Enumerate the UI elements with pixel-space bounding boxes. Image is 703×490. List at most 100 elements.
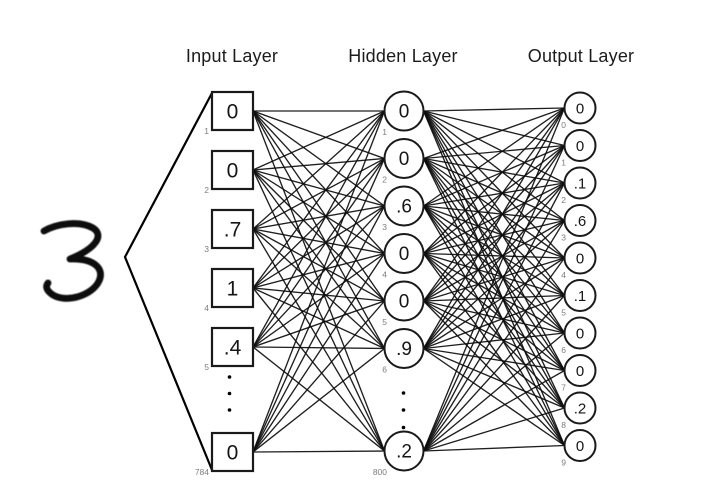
edge-hidden-output [423, 369, 565, 452]
edge-hidden-output [423, 252, 565, 334]
edge-hidden-output [423, 220, 565, 349]
edge-input-hidden [252, 110, 385, 171]
input-node-value: .4 [224, 337, 242, 360]
output-node-value: .6 [574, 213, 587, 230]
output-node-value: 0 [576, 363, 584, 380]
edge-hidden-output [423, 252, 565, 297]
hidden-node-5 [383, 280, 425, 322]
output-node-value: 0 [576, 326, 584, 343]
hidden-node-3 [383, 185, 425, 227]
edge-hidden-output [423, 252, 565, 259]
input-node-value: 0 [227, 442, 239, 465]
edge-input-hidden [252, 110, 385, 207]
hidden-node-4 [383, 233, 425, 274]
input-node-value: .7 [224, 219, 242, 242]
input-node-value: 0 [227, 160, 239, 183]
input-ellipsis-dot [227, 375, 232, 379]
output-node-3 [563, 204, 597, 237]
edge-input-hidden [252, 253, 386, 453]
edge-hidden-output [423, 332, 565, 350]
edge-hidden-output [423, 219, 565, 302]
hidden-ellipsis-dot [401, 408, 406, 412]
input-node-3 [210, 208, 255, 250]
output-node-value: 0 [576, 138, 584, 155]
output-node-value: .2 [574, 401, 587, 418]
output-node-index: 7 [561, 383, 566, 393]
edge-hidden-output [423, 205, 565, 297]
hidden-node-1 [383, 90, 425, 132]
output-node-9 [563, 429, 597, 462]
edge-hidden-output [423, 205, 565, 259]
hidden-node-value: 0 [399, 149, 410, 170]
edge-hidden-output [423, 107, 565, 112]
hidden-node-2 [383, 138, 425, 179]
edge-input-hidden [252, 110, 386, 453]
edge-hidden-output [423, 107, 565, 160]
edge-input-hidden [252, 157, 385, 230]
output-node-7 [563, 354, 597, 387]
output-node-value: 0 [576, 101, 584, 118]
output-node-8 [563, 391, 597, 425]
edge-hidden-output [422, 205, 566, 371]
output-node-value: 0 [576, 438, 584, 455]
output-node-value: .1 [574, 176, 587, 193]
hidden-node-value: 0 [399, 244, 410, 265]
edge-input-hidden [252, 169, 385, 302]
input-node-value: 0 [227, 101, 239, 124]
edge-input-hidden [252, 158, 386, 453]
edge-hidden-output [422, 205, 566, 446]
edge-input-hidden [252, 252, 385, 289]
input-node-1 [210, 90, 255, 132]
edge-input-hidden [252, 169, 386, 349]
edge-hidden-output [423, 182, 565, 255]
output-node-4 [563, 241, 597, 275]
edge-input-hidden [252, 110, 386, 348]
output-node-index: 4 [561, 270, 566, 280]
output-node-1 [563, 129, 597, 162]
edge-hidden-output [422, 145, 566, 349]
edge-hidden-output [423, 107, 565, 207]
input-node-index: 3 [204, 244, 209, 254]
edge-hidden-output [423, 144, 565, 207]
edge-input-hidden [252, 169, 385, 207]
edge-input-hidden [252, 169, 385, 255]
hidden-node-index: 4 [382, 270, 387, 280]
edge-hidden-output [423, 107, 565, 254]
input-layer-title: Input Layer [185, 46, 279, 66]
hidden-node-index: 800 [373, 467, 387, 477]
output-node-0 [563, 91, 597, 125]
edge-hidden-output [423, 257, 565, 350]
hidden-node-index: 3 [382, 222, 387, 232]
hidden-node-index: 6 [382, 365, 387, 375]
hidden-node-index: 2 [382, 175, 387, 185]
hidden-node-800 [383, 430, 425, 472]
edge-hidden-output [422, 253, 566, 446]
input-ellipsis-dot [227, 391, 232, 396]
output-node-index: 0 [561, 120, 566, 130]
output-node-index: 2 [561, 195, 566, 205]
hidden-ellipsis-dot [401, 391, 406, 395]
edge-hidden-output [423, 347, 565, 372]
output-node-value: .1 [574, 288, 587, 305]
edge-hidden-output [422, 205, 566, 409]
edge-input-hidden [252, 346, 385, 452]
edge-hidden-output [423, 407, 565, 452]
edge-hidden-output [423, 205, 565, 334]
edge-hidden-output [423, 444, 565, 452]
handwritten-digit-3 [40, 220, 104, 302]
edge-hidden-output [422, 107, 566, 452]
edge-hidden-output [423, 332, 565, 452]
input-node-index: 2 [204, 185, 209, 195]
edge-input-hidden [252, 347, 385, 453]
edge-hidden-output [422, 220, 566, 452]
output-node-6 [563, 316, 597, 350]
input-funnel-bracket [123, 92, 214, 471]
edge-input-hidden [252, 287, 385, 350]
edge-input-hidden [252, 228, 385, 349]
edge-input-hidden [252, 110, 385, 230]
input-node-index: 784 [195, 467, 209, 477]
hidden-node-value: 0 [399, 102, 410, 123]
output-node-index: 1 [561, 158, 566, 168]
input-node-index: 5 [204, 362, 209, 372]
